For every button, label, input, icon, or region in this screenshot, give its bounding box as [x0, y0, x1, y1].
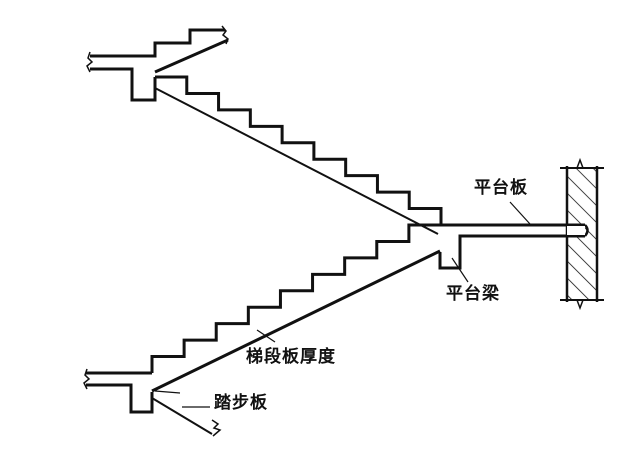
upper-landing-beam-outline: [90, 67, 157, 102]
break-mark-icon: [576, 157, 584, 169]
lower-landing-beam-outline: [86, 383, 154, 414]
label-tread-slab: 踏步板: [214, 393, 268, 413]
lower-landing: [83, 368, 222, 437]
leader-platform-slab: [509, 201, 531, 225]
break-mark-icon: [211, 419, 222, 437]
label-platform-beam: 平台梁: [446, 284, 500, 304]
lower-flight-steps: [150, 223, 441, 373]
leader-lines: [154, 201, 531, 408]
break-mark-icon: [83, 368, 91, 390]
label-platform-slab: 平台板: [474, 178, 528, 198]
middle-landing: [438, 223, 589, 270]
platform-beam-outline: [438, 234, 585, 270]
break-mark-icon: [221, 25, 229, 45]
upper-flight-soffit: [154, 87, 439, 235]
leader-flight-thickness: [256, 329, 276, 343]
upper-landing-top-surface: [90, 28, 225, 58]
upper-flight: [154, 75, 443, 235]
label-flight-slab-thickness: 梯段板厚度: [246, 347, 336, 367]
leader-tread-slab-1: [154, 390, 181, 394]
upper-landing: [86, 25, 229, 102]
lower-flight-soffit: [151, 249, 441, 393]
upper-flight-steps: [155, 75, 443, 225]
leader-platform-beam: [451, 257, 469, 283]
break-mark-icon: [576, 299, 584, 311]
lower-flight: [150, 223, 441, 393]
platform-slab-bearing: [567, 226, 585, 235]
upper-landing-flight-soffit: [154, 38, 229, 74]
lower-landing-down-soffit: [151, 397, 213, 435]
break-mark-icon: [86, 51, 94, 73]
wall: [560, 157, 604, 311]
